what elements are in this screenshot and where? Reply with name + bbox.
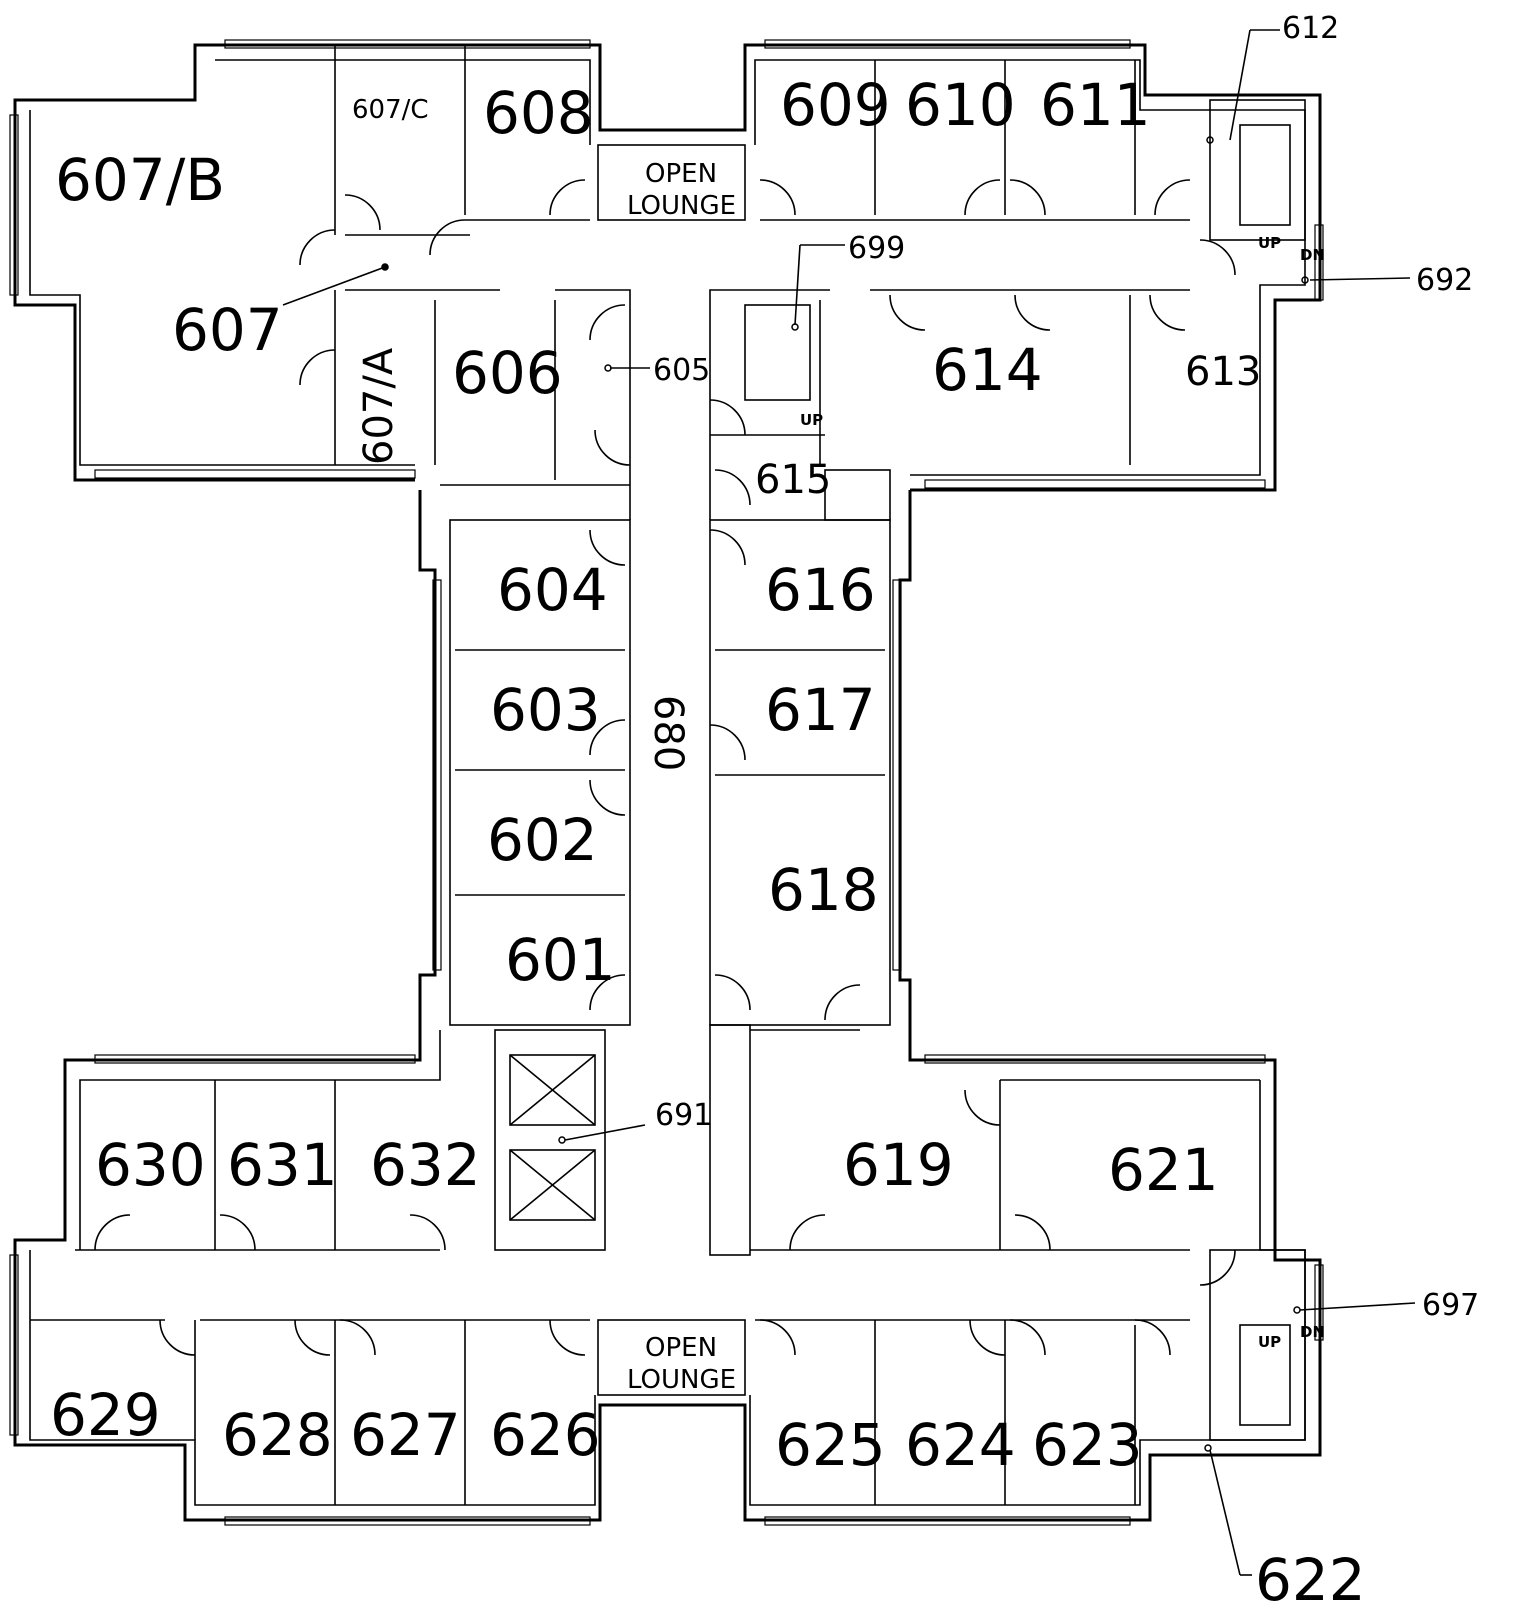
room-603-label: 603: [490, 676, 601, 744]
lounge-top-line2: LOUNGE: [627, 191, 736, 221]
room-624-label: 624: [905, 1411, 1016, 1479]
room-605-label: 605: [653, 353, 710, 388]
room-618-label: 618: [768, 856, 879, 924]
room-614-label: 614: [932, 336, 1043, 404]
lounge-bottom-line2: LOUNGE: [627, 1365, 736, 1395]
room-610-label: 610: [905, 71, 1016, 139]
room-601-label: 601: [505, 926, 616, 994]
room-623-label: 623: [1032, 1411, 1143, 1479]
room-617-label: 617: [765, 676, 876, 744]
room-608-label: 608: [483, 79, 594, 147]
room-606-label: 606: [452, 339, 563, 407]
room-692-label: 692: [1416, 263, 1473, 298]
room-616-label: 616: [765, 556, 876, 624]
exterior-walls: [13, 43, 1322, 1522]
room-627-label: 627: [350, 1401, 461, 1469]
interior-walls: [30, 45, 1306, 1505]
room-615-label: 615: [755, 457, 831, 503]
room-619-label: 619: [843, 1131, 954, 1199]
room-630-label: 630: [95, 1131, 206, 1199]
lounge-top-line1: OPEN: [645, 159, 717, 189]
elevator-cars: [509, 1054, 596, 1221]
room-697-label: 697: [1422, 1288, 1479, 1323]
room-612-label: 612: [1282, 11, 1339, 46]
room-609-label: 609: [780, 71, 891, 139]
stair-dn-label-bottom: DN: [1300, 1323, 1325, 1341]
room-691-label: 691: [655, 1098, 712, 1133]
stair-up-label-bottom: UP: [1258, 1333, 1281, 1351]
room-613-label: 613: [1185, 349, 1261, 395]
stair-dn-label-top: DN: [1300, 246, 1325, 264]
room-680-label: 680: [645, 695, 691, 771]
room-607a-label: 607/A: [356, 347, 402, 465]
room-625-label: 625: [775, 1411, 886, 1479]
doors: [94, 179, 1236, 1356]
leader-lines: [282, 29, 1416, 1576]
room-626-label: 626: [490, 1401, 601, 1469]
room-labels: 607/B 607/C 608 609 610 611 612 692 699 …: [50, 11, 1479, 1606]
room-604-label: 604: [497, 556, 608, 624]
room-629-label: 629: [50, 1381, 161, 1449]
room-631-label: 631: [227, 1131, 338, 1199]
room-628-label: 628: [222, 1401, 333, 1469]
stair-up-label-top: UP: [1258, 234, 1281, 252]
windows: [9, 39, 1324, 1526]
stair-up-label-699: UP: [800, 411, 823, 429]
room-632-label: 632: [370, 1131, 481, 1199]
lounge-bottom-line1: OPEN: [645, 1333, 717, 1363]
room-607b-label: 607/B: [55, 146, 225, 214]
room-699-label: 699: [848, 231, 905, 266]
room-602-label: 602: [487, 806, 598, 874]
room-607-label: 607: [172, 296, 283, 364]
room-621-label: 621: [1108, 1136, 1219, 1204]
room-611-label: 611: [1040, 71, 1151, 139]
room-622-label: 622: [1255, 1546, 1366, 1606]
room-607c-label: 607/C: [352, 95, 429, 125]
